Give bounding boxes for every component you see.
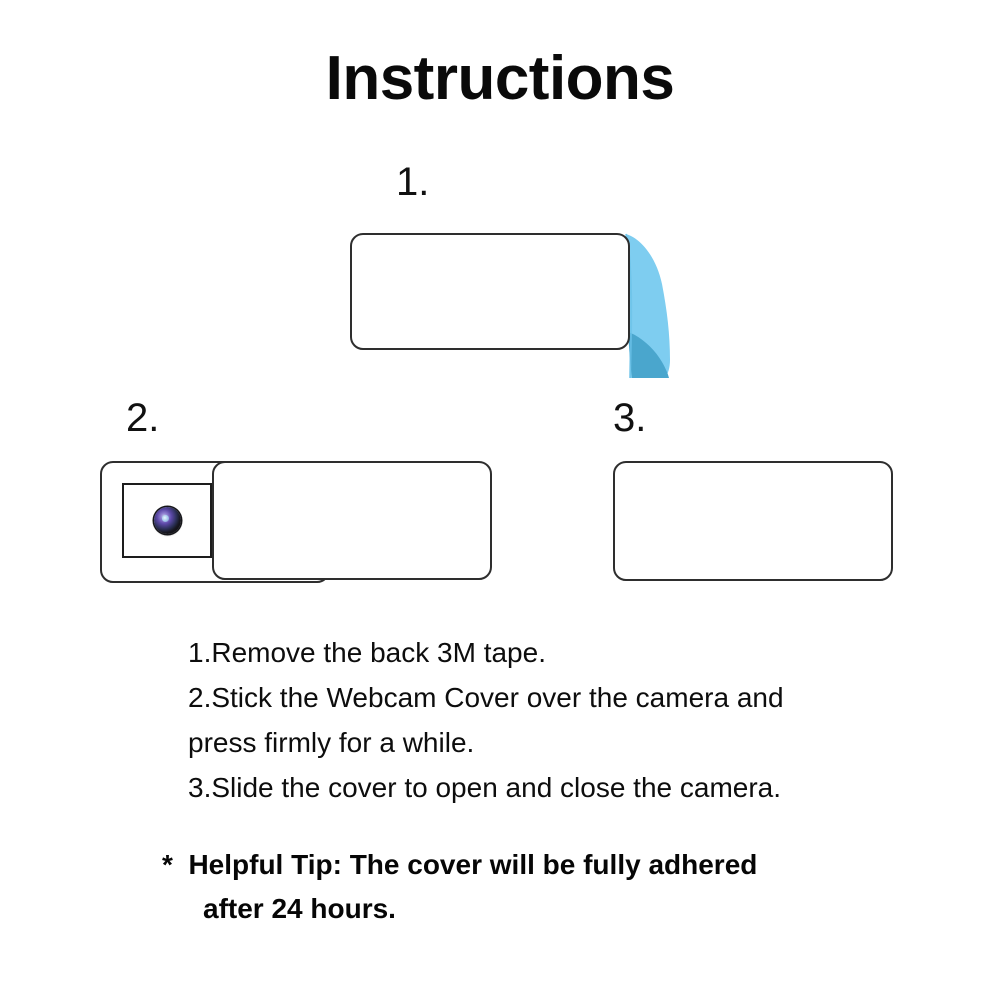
instruction-line: 1.Remove the back 3M tape. (188, 637, 546, 668)
step-number-3: 3. (613, 396, 647, 440)
figure-step-2 (95, 450, 515, 590)
figure-step-1 (340, 222, 700, 392)
instruction-list: 1.Remove the back 3M tape. 2.Stick the W… (188, 630, 888, 810)
webcam-cover-body (350, 233, 630, 350)
sliding-cover (212, 461, 492, 580)
instruction-line: 3.Slide the cover to open and close the … (188, 772, 782, 803)
helpful-tip-line-1: * Helpful Tip: The cover will be fully a… (162, 849, 758, 880)
camera-lens-icon (154, 507, 181, 534)
step-number-1: 1. (396, 160, 430, 204)
page-title: Instructions (325, 44, 675, 113)
instruction-line: 2.Stick the Webcam Cover over the camera… (188, 682, 784, 713)
helpful-tip-line-2: after 24 hours. (203, 893, 396, 924)
3m-tape-liner-icon (625, 233, 670, 379)
figure-step-3 (605, 450, 905, 590)
helpful-tip: * Helpful Tip: The cover will be fully a… (162, 843, 922, 931)
step-number-2: 2. (126, 396, 160, 440)
webcam-cover-closed (613, 461, 893, 581)
instruction-line: press firmly for a while. (188, 727, 475, 758)
